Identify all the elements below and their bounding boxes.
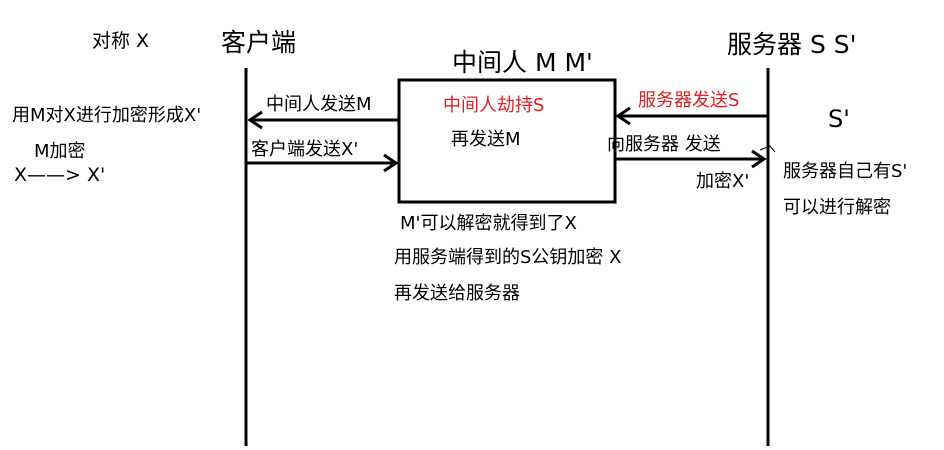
client-encrypt-formula: X——> X' <box>14 164 106 186</box>
server-can-decrypt: 可以进行解密 <box>783 197 891 218</box>
server-title: 服务器 S S' <box>727 30 857 59</box>
arrowhead-right-icon <box>383 153 399 173</box>
middleman-hijack: 中间人劫持S <box>443 95 545 116</box>
client-title: 客户端 <box>221 28 297 57</box>
symmetric-note: 对称 X <box>92 30 150 52</box>
label-client-sends-xp: 客户端发送X' <box>251 139 359 160</box>
client-encrypt-note: 用M对X进行加密形成X' <box>12 105 202 126</box>
label-middleman-sends-m: 中间人发送M <box>266 94 372 115</box>
client-encrypt-key: M加密 <box>34 141 86 162</box>
server-private-key: S' <box>828 105 850 133</box>
arrowhead-left-icon <box>615 106 631 126</box>
middleman-decrypt-note: M'可以解密就得到了X <box>400 213 577 234</box>
arrowhead-left-icon <box>247 110 263 130</box>
middleman-resend: 再发送M <box>451 129 521 150</box>
server-has-key-note: 服务器自己有S' <box>783 161 908 182</box>
label-encrypted-x: 加密X' <box>696 171 750 192</box>
middleman-send-to-server: 再发送给服务器 <box>394 283 520 304</box>
middleman-title: 中间人 M M' <box>452 48 593 77</box>
arrowhead-right-icon <box>751 149 767 169</box>
middleman-pubkey-note: 用服务端得到的S公钥加密 X <box>394 247 622 268</box>
scribble-mark <box>759 145 776 153</box>
label-server-sends-s: 服务器发送S <box>638 90 740 111</box>
label-to-server-send: 向服务器 发送 <box>607 134 721 155</box>
middleman-box <box>397 78 617 204</box>
